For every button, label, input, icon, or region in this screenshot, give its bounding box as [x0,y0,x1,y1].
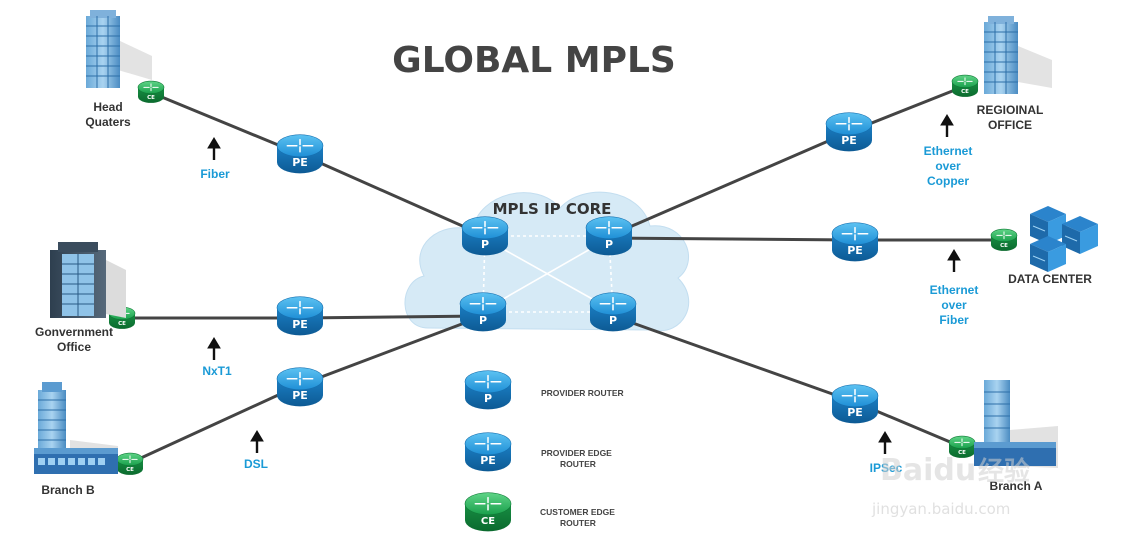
core-router-p2-icon: P [585,216,633,256]
link-nxt1-label: NxT1 [202,364,232,378]
nxt1-arrow-icon [207,337,221,360]
branch-b-building-icon [34,382,118,474]
branch-a-building-icon [974,380,1058,468]
ce-router-government-office-label: CE [118,321,126,327]
watermark-url: jingyan.baidu.com [871,500,1010,518]
svg-text:Ethernet: Ethernet [930,283,979,297]
legend: PROVIDER ROUTER PROVIDER EDGE ROUTER CUS… [540,388,624,528]
pe-router-government-office-icon: PE [276,296,324,336]
legend-customer-edge-router-icon-label: CE [481,516,495,527]
link-dsl-label: DSL [244,457,268,471]
site-data-center-label: DATA CENTER [1008,272,1092,286]
legend-provider-router-icon-label: P [484,392,492,405]
pe-router-government-office-label: PE [292,318,308,331]
diagram-title: GLOBAL MPLS [392,40,676,81]
pe-router-data-center-icon: PE [831,222,879,262]
site-branch-a-label: Branch A [990,479,1043,493]
legend-provider-label: PROVIDER ROUTER [541,388,624,398]
ce-router-head-quarters-icon: CE [137,80,165,103]
core-router-p4-icon: P [589,292,637,332]
legend-customer-edge-router-icon-icon: CE [464,492,512,532]
pe-router-data-center-label: PE [847,244,863,257]
ce-router-branch-b-icon: CE [116,452,144,475]
fiber-arrow-icon [207,137,221,160]
svg-text:over: over [935,159,961,173]
head-quarters-building-icon [86,10,152,88]
svg-text:Gonvernment: Gonvernment [35,325,113,339]
pe-router-branch-b-label: PE [292,389,308,402]
svg-text:over: over [941,298,967,312]
core-router-p3-icon: P [459,292,507,332]
ce-router-regional-office-icon: CE [951,74,979,97]
pe-router-head-quarters-icon: PE [276,134,324,174]
svg-text:Branch B: Branch B [41,483,95,497]
legend-provider-edge-router-icon-label: PE [480,454,496,467]
core-label: MPLS IP CORE [493,200,612,218]
pe-router-head-quarters-label: PE [292,156,308,169]
svg-text:Quaters: Quaters [85,115,131,129]
ce-router-branch-a-label: CE [958,450,966,456]
regional-office-building-icon [984,16,1052,94]
ce-router-head-quarters-label: CE [147,95,155,101]
link-fiber-label: Fiber [200,167,230,181]
ethernet-fiber-arrow-icon [947,249,961,272]
site-government-office-label: Gonvernment Office [35,325,113,354]
svg-text:Fiber: Fiber [939,313,969,327]
svg-text:REGIOINAL: REGIOINAL [977,103,1044,117]
svg-text:IPSec: IPSec [870,461,903,475]
svg-text:NxT1: NxT1 [202,364,232,378]
svg-text:Fiber: Fiber [200,167,230,181]
svg-text:DATA CENTER: DATA CENTER [1008,272,1092,286]
svg-text:Branch A: Branch A [990,479,1043,493]
link-ethernet-copper-label: Ethernet over Copper [924,144,973,188]
legend-customer-edge-label-2: ROUTER [560,518,596,528]
svg-text:Ethernet: Ethernet [924,144,973,158]
core-cross-links [483,239,613,311]
ce-router-branch-b-label: CE [126,467,134,473]
legend-provider-edge-label-2: ROUTER [560,459,596,469]
legend-provider-edge-label-1: PROVIDER EDGE [541,448,612,458]
svg-text:Head: Head [93,100,122,114]
watermark-brand: Baidu [880,453,976,488]
legend-customer-edge-label-1: CUSTOMER EDGE [540,507,615,517]
ethernet-copper-arrow-icon [940,114,954,137]
site-head-quarters-label: Head Quaters [85,100,131,129]
ce-router-data-center-label: CE [1000,243,1008,249]
legend-provider-router-icon-icon: P [464,370,512,410]
svg-text:DSL: DSL [244,457,268,471]
data-center-servers-icon [1030,206,1098,272]
ipsec-arrow-icon [878,431,892,454]
core-router-p1-label: P [481,238,489,251]
site-regional-office-label: REGIOINAL OFFICE [977,103,1044,132]
svg-text:OFFICE: OFFICE [988,118,1032,132]
svg-text:Copper: Copper [927,174,969,188]
ce-router-data-center-icon: CE [990,228,1018,251]
ce-router-branch-a-icon: CE [948,435,976,458]
legend-provider-edge-router-icon-icon: PE [464,432,512,472]
link-ipsec-label: IPSec [870,461,903,475]
dsl-arrow-icon [250,430,264,453]
link-ethernet-fiber-label: Ethernet over Fiber [930,283,979,327]
pe-router-regional-office-label: PE [841,134,857,147]
watermark-cn: 经验 [978,456,1030,487]
core-router-p4-label: P [609,314,617,327]
core-router-p1-icon: P [461,216,509,256]
pe-router-branch-b-icon: PE [276,367,324,407]
core-router-p3-label: P [479,314,487,327]
ce-router-regional-office-label: CE [961,89,969,95]
baidu-watermark: Baidu 经验 jingyan.baidu.com [871,453,1030,518]
link-arrows [207,114,961,454]
routers: P P P P PE PE PE PE PE PE CE CE CE CE CE CE P PE CE [108,74,1018,532]
pe-router-branch-a-icon: PE [831,384,879,424]
core-router-p2-label: P [605,238,613,251]
government-office-building-icon [50,242,126,318]
pe-router-regional-office-icon: PE [825,112,873,152]
pe-router-branch-a-label: PE [847,406,863,419]
svg-text:Office: Office [57,340,91,354]
site-branch-b-label: Branch B [41,483,95,497]
